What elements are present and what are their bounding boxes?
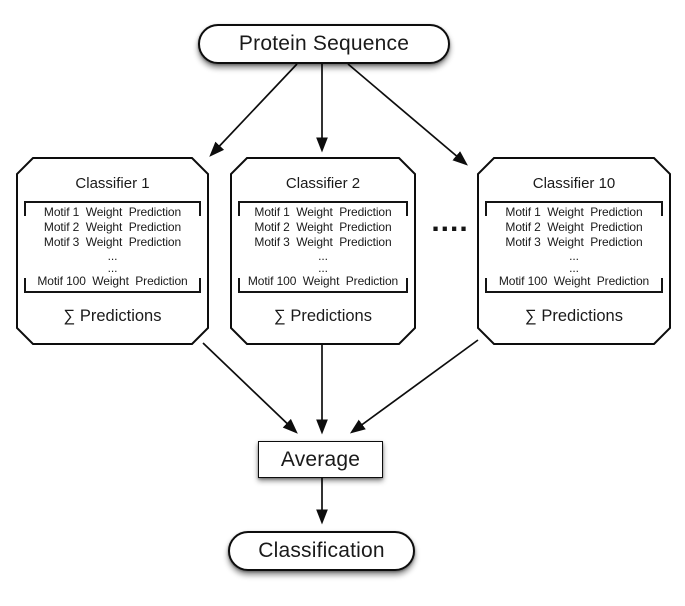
protein-sequence-label: Protein Sequence: [238, 32, 410, 55]
motif-row: Motif 2 Weight Prediction: [505, 220, 643, 234]
motif-row: Motif 100 Weight Prediction: [24, 274, 201, 293]
motif-row: Motif 3 Weight Prediction: [505, 235, 643, 249]
motif-row-ellipsis: ...: [107, 261, 118, 275]
motif-row: Motif 100 Weight Prediction: [238, 274, 408, 293]
sum-predictions-label: ∑ Predictions: [274, 307, 372, 325]
classifier-10-box: Classifier 10 Motif 1 Weight Prediction …: [478, 158, 670, 344]
average-label: Average: [280, 447, 361, 471]
motif-row-ellipsis: ...: [569, 249, 579, 263]
motif-table: Motif 1 Weight Prediction Motif 2 Weight…: [24, 201, 201, 293]
motif-row-ellipsis: ...: [318, 249, 328, 263]
motif-row-ellipsis: ...: [318, 261, 328, 275]
motif-row: Motif 1 Weight Prediction: [485, 201, 663, 220]
classifier-title: Classifier 10: [532, 175, 616, 192]
motif-table: Motif 1 Weight Prediction Motif 2 Weight…: [485, 201, 663, 293]
classification-node: Classification: [228, 531, 415, 571]
arrow-source-to-classifier-10: [347, 63, 468, 166]
classifier-10-outline: [477, 157, 671, 345]
motif-row: Motif 2 Weight Prediction: [43, 220, 182, 234]
sum-predictions-label: ∑ Predictions: [525, 307, 623, 325]
classifier-1-outline: [16, 157, 209, 345]
motif-row: Motif 100 Weight Prediction: [485, 274, 663, 293]
motif-row-ellipsis: ...: [569, 261, 579, 275]
arrow-classifier-1-to-average: [202, 342, 298, 434]
motif-table: Motif 1 Weight Prediction Motif 2 Weight…: [238, 201, 408, 293]
classifier-2-box: Classifier 2 Motif 1 Weight Prediction M…: [231, 158, 415, 344]
arrow-classifier-10-to-average: [349, 339, 479, 434]
motif-row: Motif 2 Weight Prediction: [254, 220, 392, 234]
motif-row: Motif 3 Weight Prediction: [254, 235, 392, 249]
arrow-source-to-classifier-1: [209, 63, 298, 157]
protein-sequence-node: Protein Sequence: [198, 24, 450, 64]
average-node: Average: [258, 441, 383, 478]
classification-label: Classification: [258, 539, 385, 562]
motif-row: Motif 3 Weight Prediction: [43, 235, 182, 249]
sum-predictions-label: ∑ Predictions: [63, 307, 162, 325]
classifier-2-outline: [230, 157, 416, 345]
motif-row: Motif 1 Weight Prediction: [24, 201, 201, 220]
motif-row: Motif 1 Weight Prediction: [238, 201, 408, 220]
classifier-title: Classifier 1: [75, 175, 150, 192]
more-classifiers-dots: ....: [431, 205, 469, 238]
motif-row-ellipsis: ...: [107, 249, 118, 263]
classifier-title: Classifier 2: [285, 175, 361, 192]
classifier-1-box: Classifier 1 Motif 1 Weight Prediction M…: [17, 158, 208, 344]
